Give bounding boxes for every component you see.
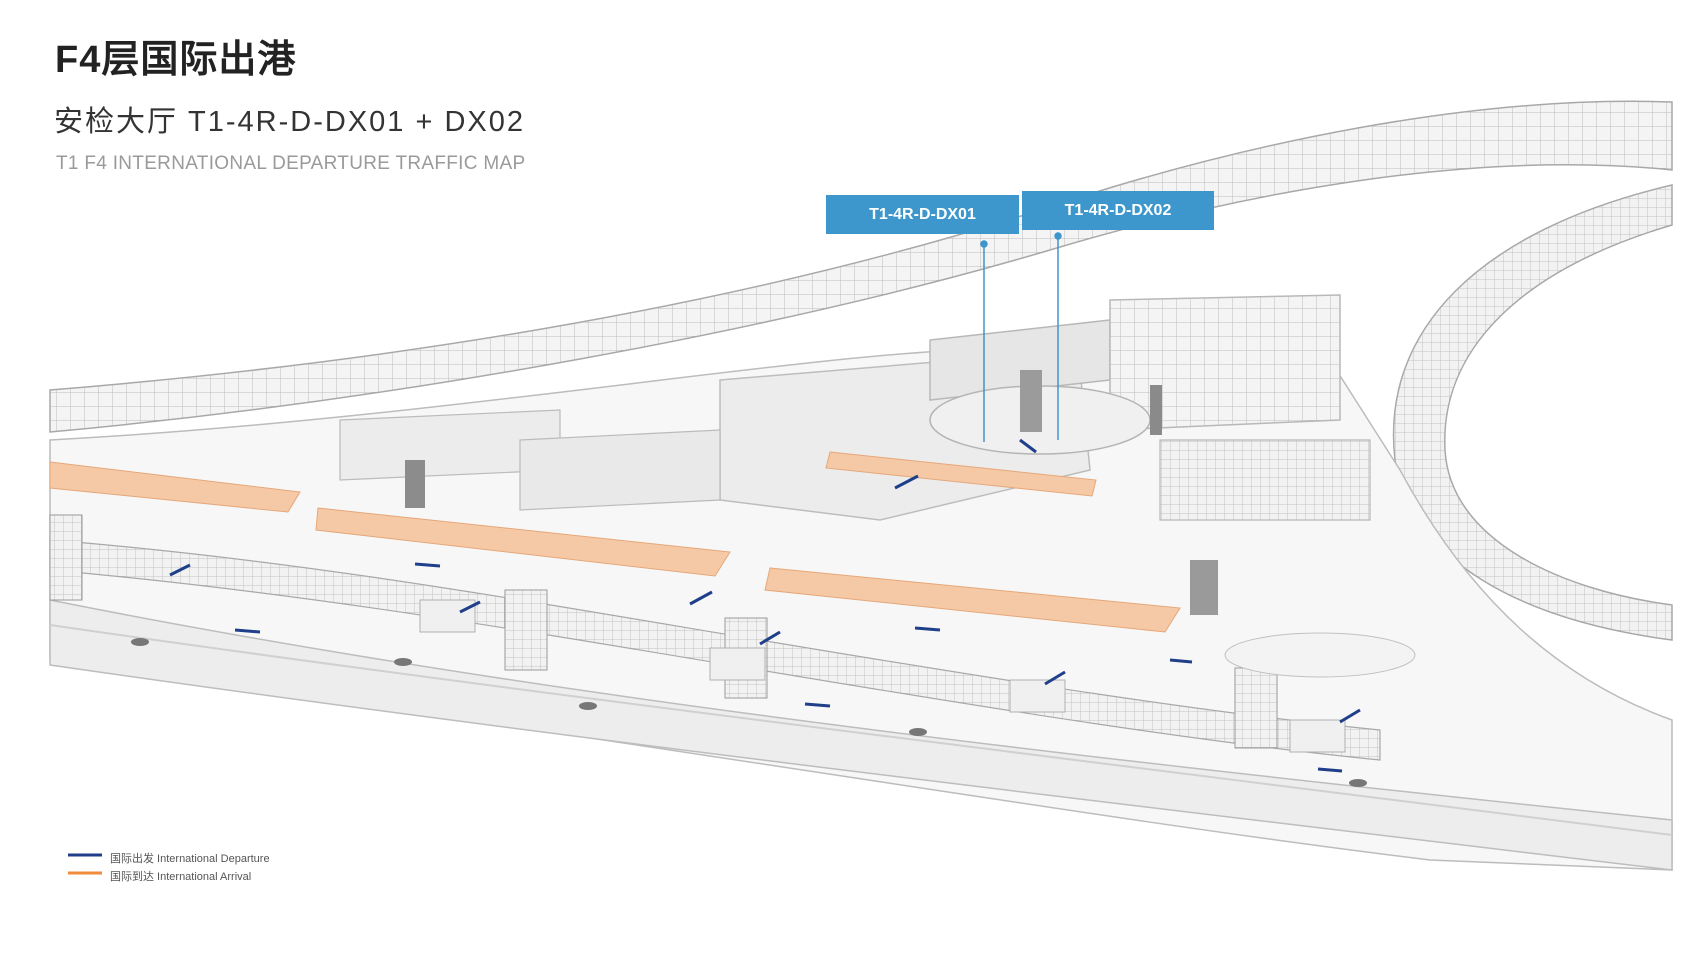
page-subtitle: 安检大厅 T1-4R-D-DX01 + DX02: [54, 106, 526, 138]
zone-west: [49, 461, 301, 513]
legend-departure: 国际出发 International Departure: [110, 850, 270, 866]
marker-pins: [980, 232, 1062, 442]
page-subtitle-english: T1 F4 INTERNATIONAL DEPARTURE TRAFFIC MA…: [56, 153, 526, 174]
roadway: [49, 599, 1673, 871]
marker-dx02[interactable]: T1-4R-D-DX02: [1022, 191, 1214, 230]
marker-dx01[interactable]: T1-4R-D-DX01: [826, 195, 1019, 234]
page-title: F4层国际出港: [55, 39, 297, 81]
zone-center-left: [315, 507, 731, 577]
east-lower-block: [1159, 439, 1371, 521]
right-curtain-wall: [1392, 184, 1673, 641]
upper-curtain-wall: [49, 100, 1673, 433]
east-building-block: [1109, 294, 1341, 431]
zone-center-right: [764, 567, 1181, 633]
departure-arrows: [169, 438, 1361, 773]
legend-arrival: 国际到达 International Arrival: [110, 868, 251, 884]
zone-north: [825, 451, 1097, 497]
legend-departure-label: 国际出发 International Departure: [110, 853, 270, 865]
legend-arrival-label: 国际到达 International Arrival: [110, 871, 252, 883]
gallery-2: [759, 639, 1381, 761]
southwest-block: [519, 429, 721, 511]
